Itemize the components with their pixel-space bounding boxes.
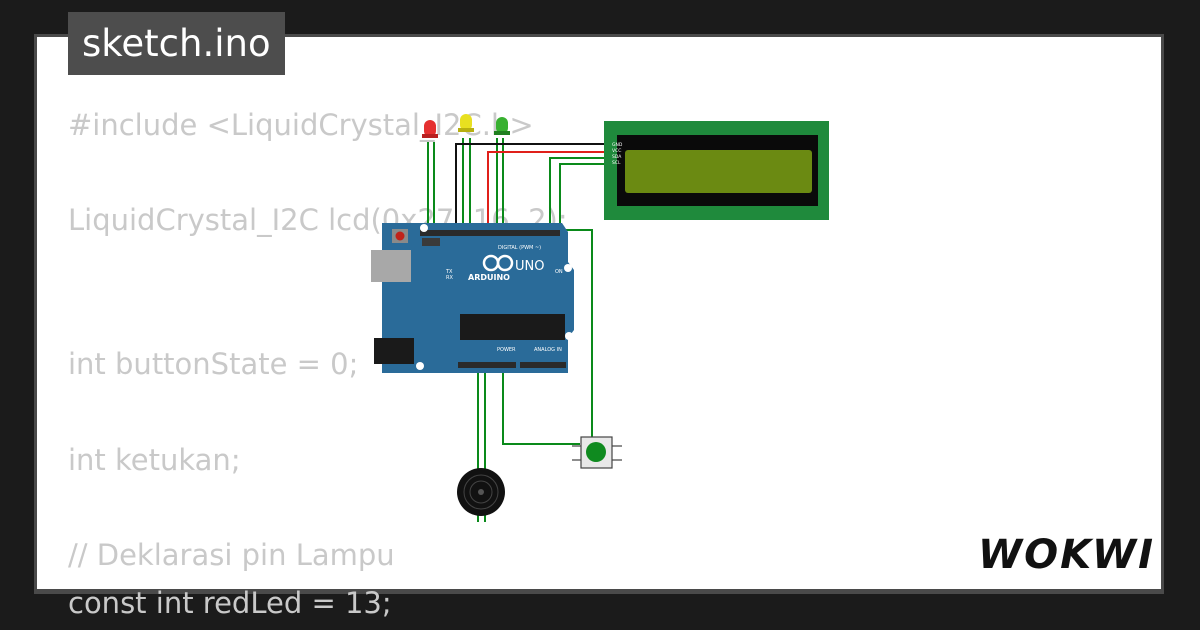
wire-button	[565, 229, 593, 446]
lcd-pin-scl: SCL	[612, 160, 621, 166]
file-tab[interactable]: sketch.ino	[68, 12, 285, 75]
board-analog-label: ANALOG IN	[534, 347, 562, 353]
lcd-pin-vcc: VCC	[612, 148, 621, 154]
code-line: LiquidCrystal_I2C lcd(0x27, 16, 2);	[68, 203, 568, 237]
led-yellow[interactable]	[458, 114, 474, 132]
board-rx-label: RX	[446, 275, 453, 281]
led-green[interactable]	[494, 117, 510, 135]
arduino-uno[interactable]: ARDUINO UNO DIGITAL (PWM ~) POWER ANALOG…	[371, 223, 574, 373]
lcd-pin-sda: SDA	[612, 154, 622, 160]
lcd-display[interactable]: GND VCC SDA SCL	[604, 121, 829, 220]
lcd-pin-gnd: GND	[612, 142, 623, 148]
code-line: #include <LiquidCrystal_I2C.h>	[68, 108, 534, 142]
led-red[interactable]	[422, 120, 438, 138]
board-power-label: POWER	[497, 347, 516, 353]
board-brand: ARDUINO	[468, 273, 510, 282]
buzzer[interactable]	[457, 468, 505, 516]
canvas-frame	[34, 34, 1164, 594]
board-digital-label: DIGITAL (PWM ~)	[498, 245, 541, 251]
wire-gnd-black	[455, 143, 610, 228]
wire-button-gnd	[502, 370, 580, 445]
wokwi-logo: WOKWI	[978, 532, 1153, 578]
pushbutton[interactable]	[572, 436, 622, 469]
lcd-pin-labels: GND VCC SDA SCL	[612, 142, 623, 166]
board-tx-label: TX	[445, 269, 453, 275]
board-on-label: ON	[555, 269, 563, 275]
code-line: int ketukan;	[68, 443, 241, 477]
wokwi-wordmark: WOKWI	[978, 532, 1155, 578]
code-line: int buttonState = 0;	[68, 347, 359, 381]
code-preview: #include <LiquidCrystal_I2C.h> LiquidCry…	[68, 100, 768, 620]
board-model: UNO	[515, 259, 544, 274]
code-line: // Deklarasi pin Lampu	[68, 538, 395, 572]
code-line: const int redLed = 13;	[68, 586, 392, 620]
